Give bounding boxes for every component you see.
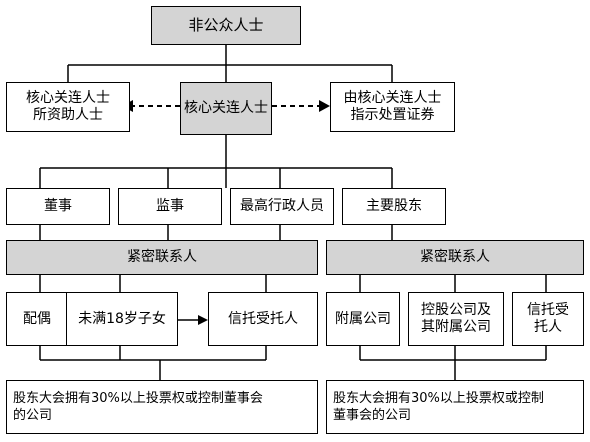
subsidiary-box: 附属公司 — [326, 292, 400, 346]
major-shareholder-box: 主要股东 — [342, 188, 446, 225]
spouse-box: 配偶 — [6, 292, 68, 346]
funded-by-core-box: 核心关连人士 所资助人士 — [6, 82, 130, 132]
close-associate-left-box: 紧密联系人 — [6, 240, 318, 275]
non-public-person-box: 非公众人士 — [151, 6, 301, 45]
controlled-company-left-box: 股东大会拥有30%以上投票权或控制董事会 的公司 — [6, 380, 318, 434]
director-box: 董事 — [6, 188, 110, 225]
directed-disposal-box: 由核心关连人士 指示处置证券 — [330, 82, 455, 132]
controlled-company-right-box: 股东大会拥有30%以上投票权或控制 董事会的公司 — [326, 380, 584, 434]
core-connected-person-box: 核心关连人士 — [180, 82, 272, 135]
trustee-right-box: 信托受 托人 — [512, 292, 584, 346]
close-associate-right-box: 紧密联系人 — [326, 240, 584, 275]
supervisor-box: 监事 — [118, 188, 222, 225]
minor-children-box: 未满18岁子女 — [66, 292, 178, 346]
holding-company-box: 控股公司及 其附属公司 — [408, 292, 504, 346]
chief-executive-box: 最高行政人员 — [230, 188, 334, 225]
trustee-left-box: 信托受托人 — [208, 292, 318, 346]
